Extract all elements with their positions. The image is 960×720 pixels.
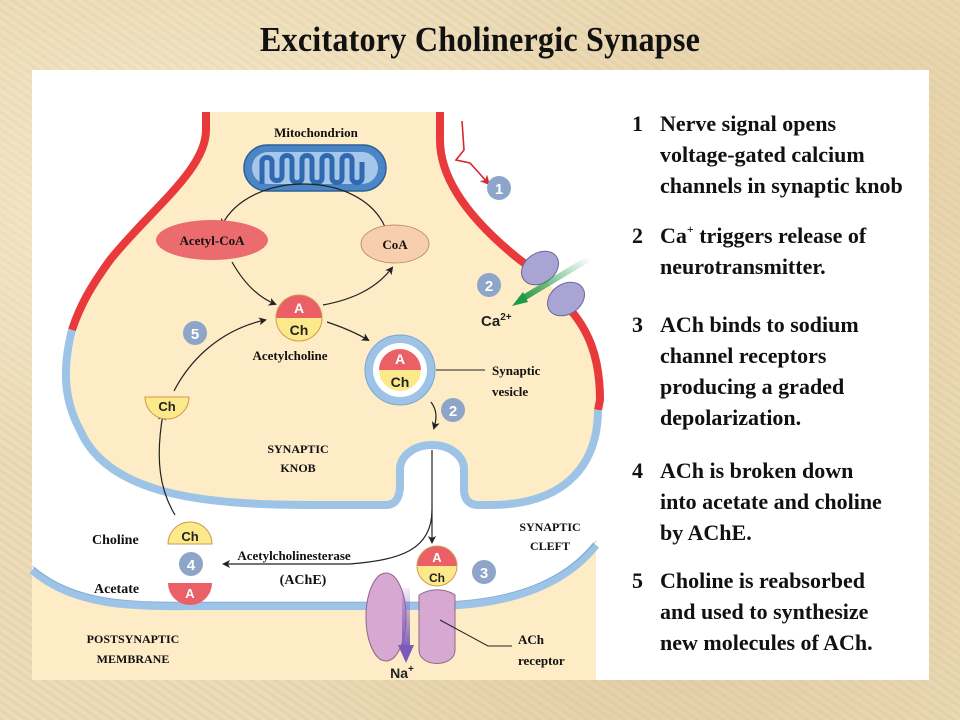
arrow-choline-reuptake (158, 412, 176, 516)
step-item-4: 4 ACh is broken down into acetate and ch… (632, 455, 882, 548)
acetyl-coa-molecule (156, 220, 268, 260)
svg-text:4: 4 (187, 557, 196, 574)
arrow-ache-to-breakdown (222, 509, 433, 568)
arrow-ach-to-coa (322, 266, 394, 306)
step-text-line: neurotransmitter. (660, 254, 826, 279)
step-number: 5 (632, 568, 643, 593)
arrow-acetylcoa-to-ach (231, 261, 277, 306)
step-text-line: producing a graded (660, 374, 845, 399)
synaptic-vesicle-label-1: Synaptic (492, 363, 541, 378)
arrow-ach-to-vesicle (326, 321, 370, 342)
step-text-line: and used to synthesize (660, 599, 869, 624)
step-badge-2a: 2 (477, 273, 501, 297)
step-text-line: ACh is broken down (660, 458, 854, 483)
ach-receptor-label-1: ACh (518, 632, 545, 647)
mitochondrion (243, 144, 387, 192)
synaptic-vesicle-label-2: vesicle (492, 384, 528, 399)
acetate-product: A (168, 583, 212, 605)
synaptic-knob-label-1: SYNAPTIC (267, 442, 328, 456)
svg-text:2: 2 (485, 278, 493, 295)
na-ion-label: Na+ (390, 664, 414, 681)
step-item-5: 5 Choline is reabsorbed and used to synt… (632, 565, 873, 658)
acetylcholine-label: Acetylcholine (252, 348, 327, 363)
synaptic-cleft-label-2: CLEFT (530, 539, 570, 553)
step-item-3: 3 ACh binds to sodium channel receptors … (632, 309, 859, 433)
choline-product: Ch (167, 521, 213, 545)
svg-text:Ch: Ch (181, 529, 198, 544)
step-item-1: 1 Nerve signal opens voltage-gated calci… (632, 108, 903, 201)
step-number: 4 (632, 458, 643, 483)
acetate-label: Acetate (94, 582, 139, 597)
svg-text:Ch: Ch (290, 322, 309, 338)
svg-text:Ch: Ch (158, 399, 175, 414)
mitochondrion-label: Mitochondrion (274, 125, 359, 140)
synaptic-knob (61, 112, 605, 509)
postsynaptic-label-2: MEMBRANE (97, 652, 170, 666)
step-text-line: new molecules of ACh. (660, 630, 873, 655)
step-badge-5: 5 (183, 321, 207, 345)
step-text-line: channel receptors (660, 343, 827, 368)
svg-text:5: 5 (191, 326, 199, 343)
step-text-line: voltage-gated calcium (660, 142, 865, 167)
step-text-line: Choline is reabsorbed (660, 568, 865, 593)
svg-text:3: 3 (480, 565, 488, 582)
postsynaptic-label-1: POSTSYNAPTIC (87, 632, 180, 646)
receptor-leader-line (439, 619, 512, 647)
step-number: 3 (632, 312, 643, 337)
calcium-ion-label: Ca2+ (481, 312, 512, 330)
arrow-choline-to-ach (173, 317, 267, 392)
svg-text:Ch: Ch (429, 571, 445, 585)
coa-molecule (360, 224, 430, 264)
step-item-2: 2 Ca+ triggers release of neurotransmitt… (632, 220, 866, 282)
step-text-line: into acetate and choline (660, 489, 882, 514)
synaptic-vesicle: A Ch (364, 334, 436, 406)
ache-label-2: (AChE) (280, 573, 327, 588)
step-text-line: Nerve signal opens (660, 111, 836, 136)
step-text-line: Ca+ triggers release of (660, 222, 867, 248)
svg-text:2: 2 (449, 403, 457, 420)
arrow-vesicle-to-membrane (430, 401, 440, 430)
choline-label: Choline (92, 533, 139, 548)
step-text-line: ACh binds to sodium (660, 312, 859, 337)
step-badge-3: 3 (472, 560, 496, 584)
ach-receptor-label-2: receptor (518, 653, 565, 668)
acetylcholine-molecule: A Ch (275, 294, 323, 342)
step-badge-1: 1 (487, 176, 511, 200)
nerve-signal-icon (454, 120, 491, 186)
acetyl-coa-label: Acetyl-CoA (180, 233, 246, 248)
svg-text:Ch: Ch (391, 374, 410, 390)
calcium-channel (520, 250, 586, 317)
svg-text:A: A (294, 300, 304, 316)
ach-receptor: A Ch (365, 545, 458, 664)
step-text-line: depolarization. (660, 405, 802, 430)
recycled-choline: Ch (144, 396, 190, 420)
calcium-arrow-head (512, 292, 528, 306)
step-number: 2 (632, 223, 643, 248)
svg-text:A: A (185, 586, 195, 601)
step-number: 1 (632, 111, 643, 136)
svg-text:A: A (432, 550, 442, 565)
step-text-line: channels in synaptic knob (660, 173, 903, 198)
step-badge-2b: 2 (441, 398, 465, 422)
calcium-influx-arrow (518, 255, 592, 303)
svg-text:1: 1 (495, 181, 503, 198)
coa-label: CoA (382, 237, 408, 252)
ache-label-1: Acetylcholinesterase (237, 548, 351, 563)
step-text-line: by AChE. (660, 520, 752, 545)
arrow-mito-to-acetylcoa (221, 183, 386, 228)
svg-text:A: A (395, 351, 405, 367)
synaptic-knob-label-2: KNOB (280, 461, 315, 475)
synaptic-cleft-label-1: SYNAPTIC (519, 520, 580, 534)
slide-title: Excitatory Cholinergic Synapse (259, 20, 701, 59)
step-badge-4: 4 (179, 552, 203, 576)
